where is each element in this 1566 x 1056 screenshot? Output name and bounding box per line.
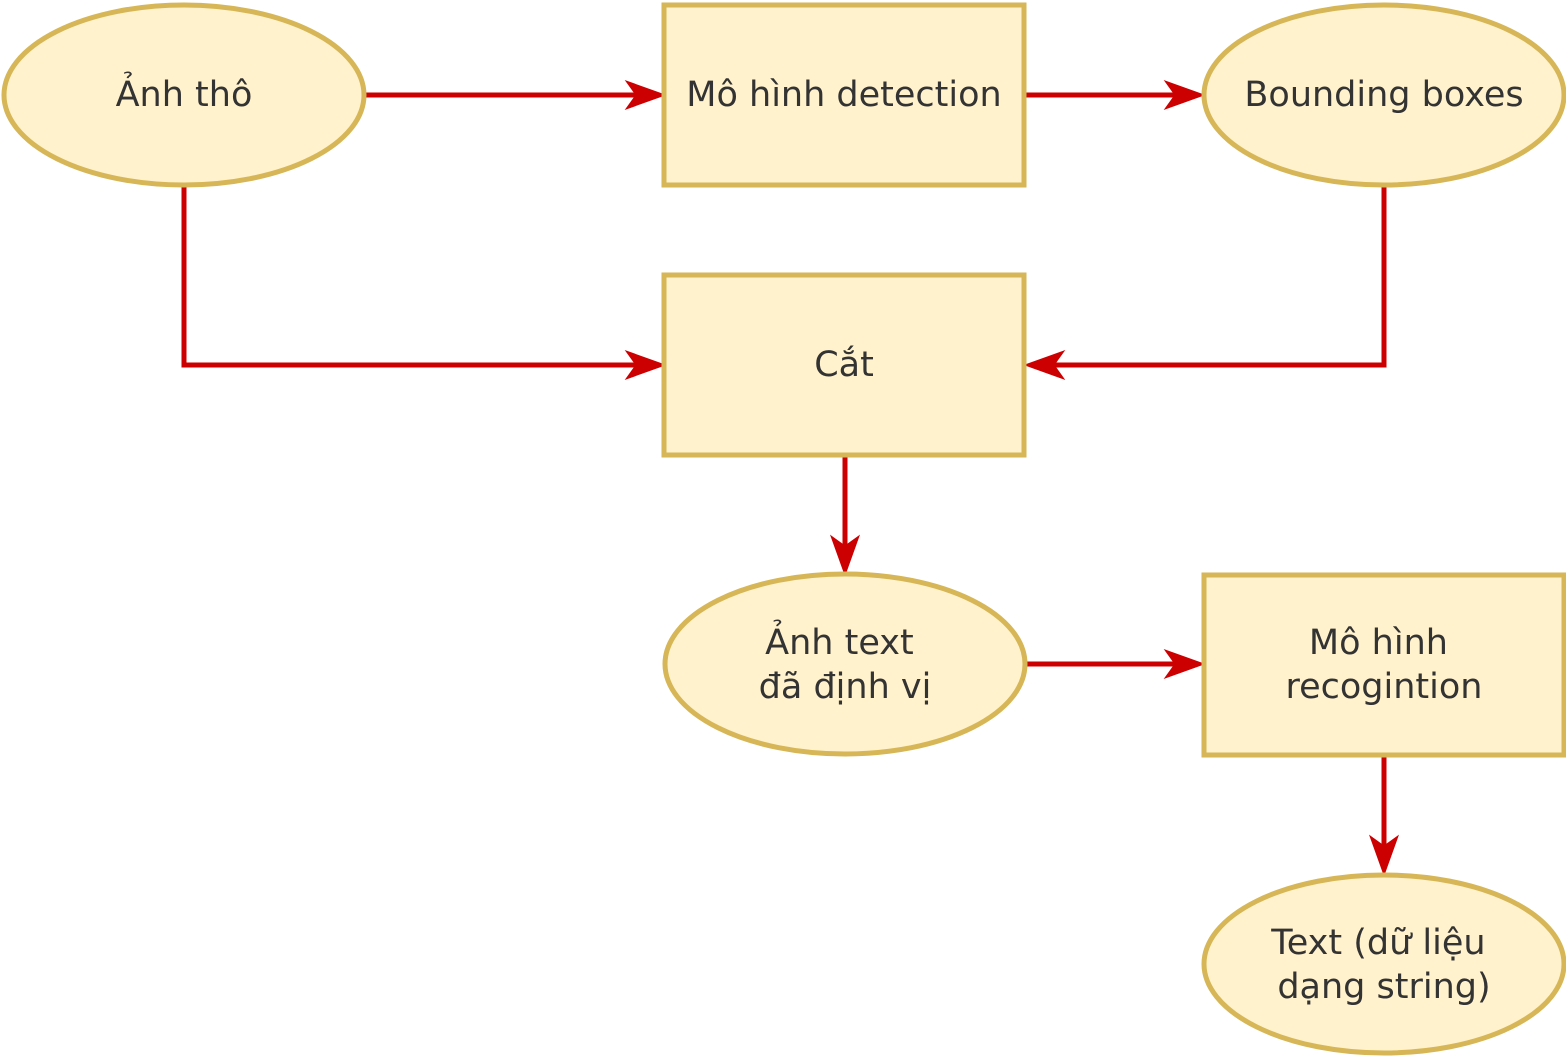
- ellipse-shape: [1, 2, 367, 188]
- edge-bounding-boxes-to-crop: [1023, 185, 1387, 381]
- node-detection-model: Mô hình detection: [661, 2, 1027, 188]
- rectangle-shape: [661, 272, 1027, 458]
- edge-recognition-model-to-output-text: [1368, 754, 1400, 877]
- node-label: Ảnh text đã định vị: [759, 618, 932, 707]
- edges: [181, 79, 1400, 877]
- node-label: Mô hình recogintion: [1286, 623, 1483, 707]
- arrowhead: [1163, 648, 1206, 680]
- node-raw-image: Ảnh thô: [1, 2, 367, 188]
- edge-detection-model-to-bounding-boxes: [1025, 79, 1206, 111]
- node-located-text-image: Ảnh text đã định vị: [662, 571, 1028, 757]
- edge-located-text-image-to-recognition-model: [1025, 648, 1206, 680]
- node-output-text: Text (dữ liệu dạng string): [1201, 872, 1566, 1056]
- node-label: Bounding boxes: [1244, 75, 1523, 115]
- ellipse-shape: [662, 571, 1028, 757]
- node-label: Cắt: [814, 344, 874, 385]
- arrowhead: [1163, 79, 1206, 111]
- ellipse-shape: [1201, 2, 1566, 188]
- ellipse-shape: [1201, 872, 1566, 1056]
- node-crop: Cắt: [661, 272, 1027, 458]
- node-bounding-boxes: Bounding boxes: [1201, 2, 1566, 188]
- edge-raw-image-to-crop: [181, 185, 667, 381]
- node-label: Ảnh thô: [116, 70, 253, 115]
- arrowhead: [1368, 834, 1400, 877]
- node-label: Text (dữ liệu dạng string): [1270, 923, 1496, 1007]
- rectangle-shape: [1201, 572, 1566, 758]
- edge-crop-to-located-text-image: [829, 455, 861, 577]
- arrowhead: [1023, 349, 1066, 381]
- arrowhead: [829, 534, 861, 577]
- arrowhead: [624, 79, 667, 111]
- node-label: Mô hình detection: [686, 75, 1001, 115]
- node-recognition-model: Mô hình recogintion: [1201, 572, 1566, 758]
- edge-raw-image-to-detection-model: [365, 79, 667, 111]
- arrowhead: [624, 349, 667, 381]
- rectangle-shape: [661, 2, 1027, 188]
